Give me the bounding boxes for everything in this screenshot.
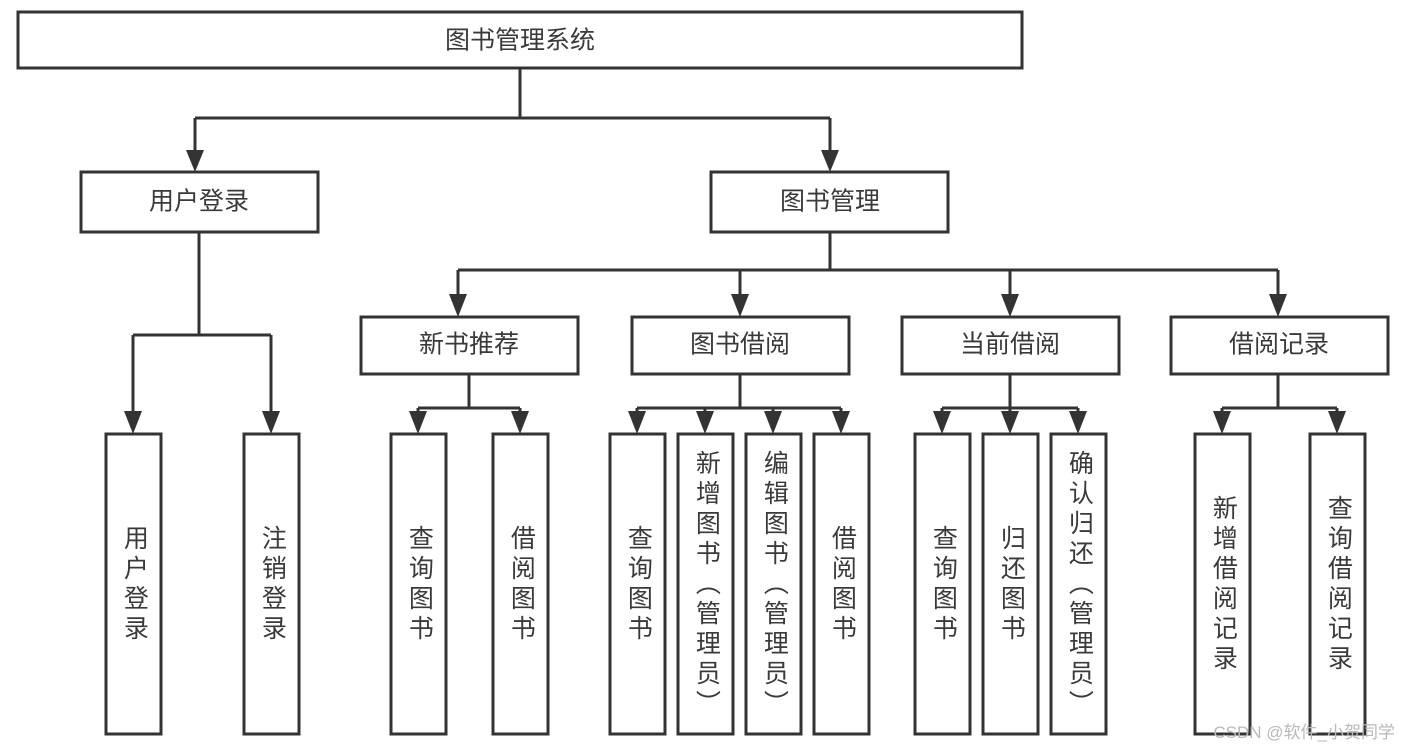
node-leaf-user-login-logout-label: 注销登录 <box>258 525 287 643</box>
connector-borrowrecord-to-leaves <box>1213 374 1346 434</box>
node-root-system-label: 图书管理系统 <box>445 27 595 55</box>
connector-bookborrow-to-leaves <box>628 374 850 434</box>
node-book-management-label: 图书管理 <box>780 188 880 216</box>
connector-bookmgmt-to-level2 <box>449 232 1287 317</box>
node-leaf-bookborrow-borrow[interactable]: 借阅图书 <box>812 432 871 736</box>
node-leaf-currentborrow-query-label: 查询图书 <box>929 525 958 643</box>
node-book-management[interactable]: 图书管理 <box>709 170 950 234</box>
node-leaf-newbook-query[interactable]: 查询图书 <box>389 432 448 736</box>
node-current-borrow[interactable]: 当前借阅 <box>900 315 1121 376</box>
node-borrow-record-label: 借阅记录 <box>1229 331 1329 359</box>
node-leaf-bookborrow-borrow-label: 借阅图书 <box>828 525 857 643</box>
node-leaf-user-login-logout[interactable]: 注销登录 <box>242 432 301 736</box>
node-leaf-borrowrecord-query-label: 查询借阅记录 <box>1324 495 1353 673</box>
node-leaf-currentborrow-confirm-label: 确认归还（管理员） <box>1065 450 1094 718</box>
node-leaf-bookborrow-add-label: 新增图书（管理员） <box>692 450 721 718</box>
node-leaf-currentborrow-confirm[interactable]: 确认归还（管理员） <box>1049 432 1108 736</box>
node-current-borrow-label: 当前借阅 <box>960 331 1060 359</box>
node-leaf-user-login-login-label: 用户登录 <box>120 525 149 643</box>
node-leaf-newbook-query-label: 查询图书 <box>405 525 434 643</box>
node-new-book-recommend[interactable]: 新书推荐 <box>359 315 580 376</box>
node-leaf-bookborrow-add[interactable]: 新增图书（管理员） <box>676 432 735 736</box>
connector-currentborrow-to-leaves <box>933 374 1087 434</box>
node-book-borrow-label: 图书借阅 <box>690 331 790 359</box>
node-leaf-newbook-borrow[interactable]: 借阅图书 <box>491 432 550 736</box>
node-leaf-user-login-login[interactable]: 用户登录 <box>104 432 163 736</box>
connector-userlogin-to-leaves <box>124 232 280 434</box>
node-leaf-bookborrow-edit-label: 编辑图书（管理员） <box>760 450 789 718</box>
node-leaf-currentborrow-query[interactable]: 查询图书 <box>913 432 972 736</box>
connector-root-to-level1 <box>186 68 839 172</box>
node-leaf-bookborrow-query-label: 查询图书 <box>624 525 653 643</box>
node-leaf-currentborrow-return[interactable]: 归还图书 <box>981 432 1040 736</box>
node-leaf-bookborrow-query[interactable]: 查询图书 <box>608 432 667 736</box>
node-leaf-borrowrecord-query[interactable]: 查询借阅记录 <box>1308 432 1367 736</box>
node-leaf-borrowrecord-add-label: 新增借阅记录 <box>1209 495 1238 673</box>
node-leaf-currentborrow-return-label: 归还图书 <box>997 525 1026 643</box>
node-borrow-record[interactable]: 借阅记录 <box>1169 315 1390 376</box>
node-user-login-label: 用户登录 <box>149 188 249 216</box>
node-new-book-recommend-label: 新书推荐 <box>419 331 519 359</box>
node-leaf-newbook-borrow-label: 借阅图书 <box>507 525 536 643</box>
node-user-login[interactable]: 用户登录 <box>79 170 320 234</box>
node-leaf-borrowrecord-add[interactable]: 新增借阅记录 <box>1193 432 1252 736</box>
node-root-system[interactable]: 图书管理系统 <box>16 10 1024 70</box>
node-book-borrow[interactable]: 图书借阅 <box>630 315 851 376</box>
connector-newbook-to-leaves <box>409 374 529 434</box>
node-leaf-bookborrow-edit[interactable]: 编辑图书（管理员） <box>744 432 803 736</box>
